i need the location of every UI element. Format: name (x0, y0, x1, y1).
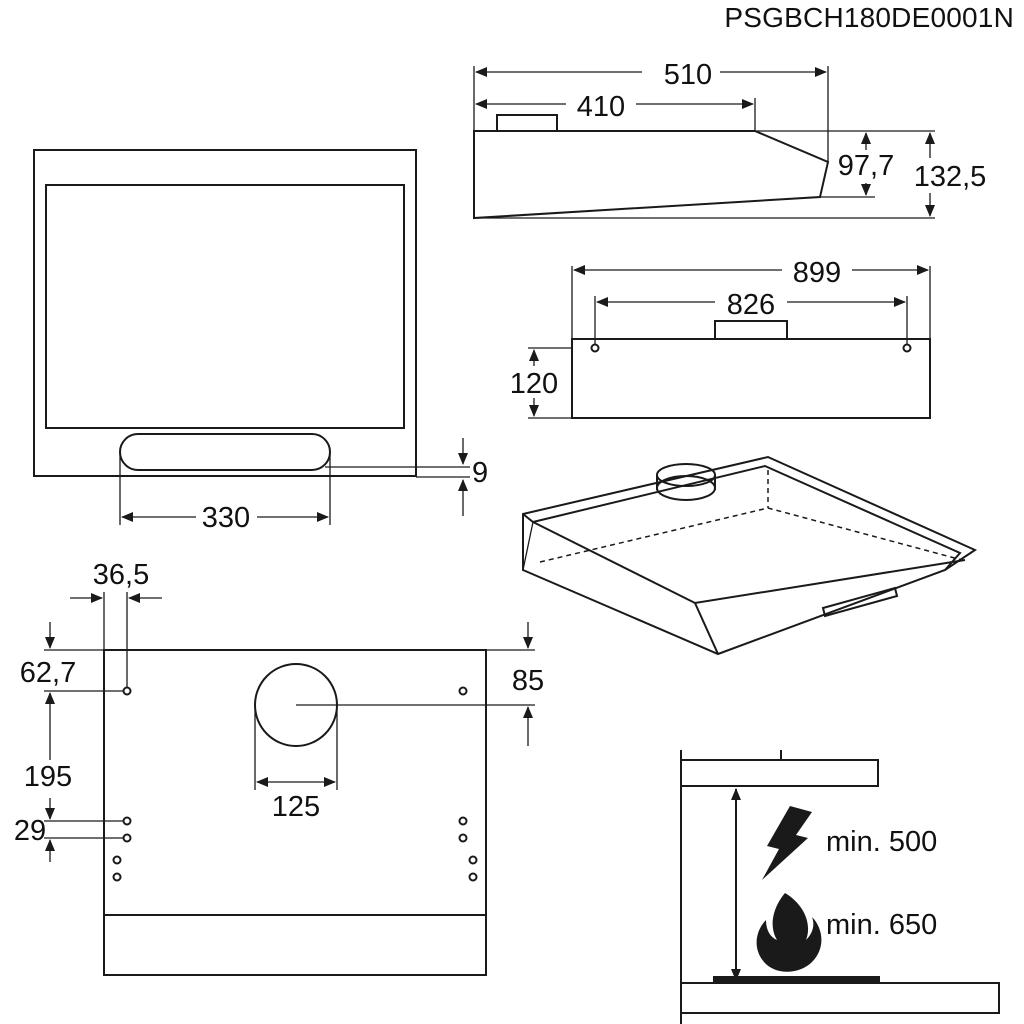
mount-hole (902, 343, 912, 353)
clearance-diagram: min. 500 min. 650 (680, 750, 1000, 1024)
mount-hole (458, 686, 468, 696)
mount-hole (590, 343, 600, 353)
dim-height: 120 (510, 368, 558, 400)
clearance-electric: min. 500 (826, 826, 937, 858)
underside-outline (33, 149, 417, 477)
hood-front (571, 338, 931, 419)
duct-collar-side (496, 114, 558, 132)
dim-width-total: 899 (793, 257, 841, 289)
dim-hole-y: 62,7 (20, 657, 76, 689)
mounting-plan: 36,5 62,7 195 29 85 125 (14, 559, 544, 976)
mount-hole (112, 872, 122, 882)
dim-height-front: 97,7 (838, 150, 894, 182)
dim-filter-offset: 9 (472, 457, 488, 489)
hood-side (680, 759, 879, 787)
dim-depth-top: 410 (577, 91, 625, 123)
isometric-view (522, 455, 978, 656)
side-profile-view: 510 410 97,7 132,5 (473, 59, 987, 220)
underside-view: 330 9 (33, 149, 488, 534)
mount-hole (468, 855, 478, 865)
dim-hole-spacing: 826 (727, 289, 775, 321)
dim-hole-x: 36,5 (93, 559, 149, 591)
mounting-outline (103, 649, 487, 976)
clearance-gas: min. 650 (826, 909, 937, 941)
mount-hole (122, 816, 132, 826)
hob-surface (713, 976, 880, 983)
model-code: PSGBCH180DE0001N (724, 2, 1014, 33)
mount-hole (122, 833, 132, 843)
control-strip (821, 586, 899, 618)
dim-hole-pitch: 195 (24, 761, 72, 793)
filter-panel (45, 184, 405, 429)
flame-icon (756, 893, 822, 972)
dim-duct-offset: 85 (512, 665, 544, 697)
lightning-bolt-icon (762, 806, 812, 880)
dim-filter-width: 330 (202, 502, 250, 534)
dim-hole-pitch-small: 29 (14, 815, 46, 847)
mount-hole (122, 686, 132, 696)
dim-duct-diameter: 125 (272, 791, 320, 823)
light-panel (119, 433, 331, 471)
cooktop (680, 982, 1000, 1014)
mount-hole (458, 833, 468, 843)
dim-height-total: 132,5 (914, 161, 987, 193)
mount-hole (468, 872, 478, 882)
mount-hole (112, 855, 122, 865)
hood-3d-outline (522, 455, 978, 656)
mount-hole (458, 816, 468, 826)
duct-collar-front (714, 320, 788, 340)
dim-depth-total: 510 (664, 59, 712, 91)
front-view: 899 826 120 (510, 257, 931, 419)
duct-collar-3d (656, 475, 716, 501)
hood-profile (473, 130, 830, 220)
